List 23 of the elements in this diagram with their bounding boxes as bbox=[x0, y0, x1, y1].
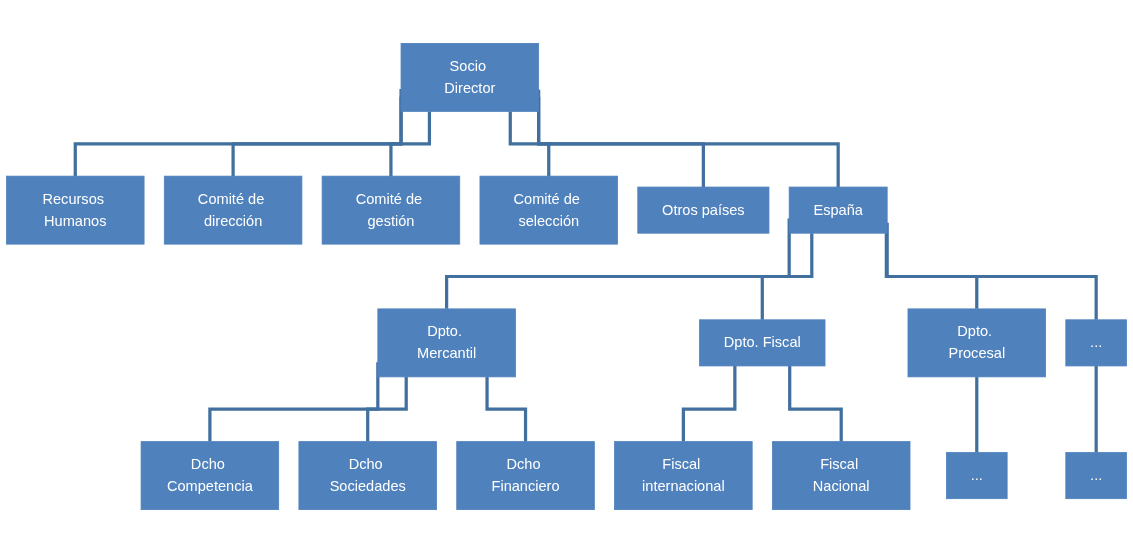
connector bbox=[508, 111, 551, 178]
node-box: España bbox=[788, 186, 888, 234]
node-box: Dpto. Mercantil bbox=[377, 308, 516, 378]
node-box: ... bbox=[946, 452, 1008, 500]
node-box: Recursos Humanos bbox=[6, 175, 145, 245]
node-box: ... bbox=[1065, 319, 1127, 367]
node-box: Dcho Sociedades bbox=[298, 441, 437, 510]
connector bbox=[231, 96, 403, 178]
connector bbox=[73, 88, 403, 178]
node-box: Comité de selección bbox=[479, 175, 618, 245]
node-box: Fiscal internacional bbox=[614, 441, 753, 510]
connector bbox=[389, 111, 432, 178]
node-box: Dpto. Fiscal bbox=[699, 319, 826, 367]
node-box: ... bbox=[1065, 452, 1127, 500]
node-box: Comité de dirección bbox=[163, 175, 303, 245]
node-box: Fiscal Nacional bbox=[772, 441, 911, 510]
node-box: Otros países bbox=[637, 186, 770, 234]
node-box: Comité de gestión bbox=[321, 175, 461, 245]
node-box: Dcho Competencia bbox=[140, 441, 280, 510]
node-box: Dpto. Procesal bbox=[907, 308, 1046, 378]
connector bbox=[537, 89, 840, 189]
node-box: Dcho Financiero bbox=[456, 441, 595, 510]
node-box: Socio Director bbox=[400, 43, 540, 112]
